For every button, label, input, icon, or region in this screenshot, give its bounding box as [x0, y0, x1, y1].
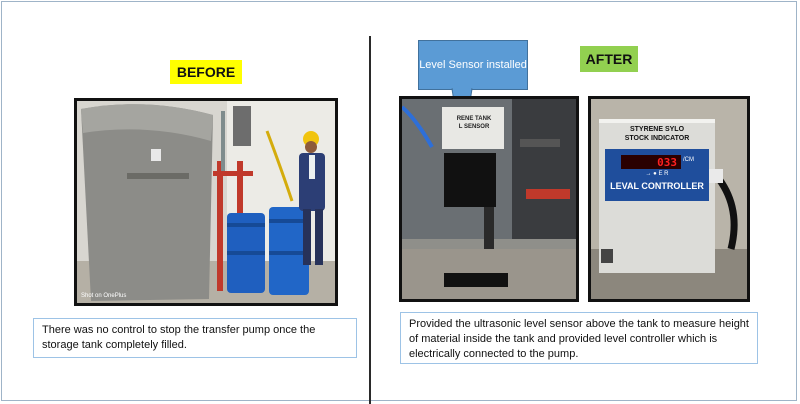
sensor-plate-label: RENE TANK L SENSOR: [446, 115, 502, 131]
controller-brand: LEVAL CONTROLLER: [610, 181, 704, 191]
before-caption: There was no control to stop the transfe…: [33, 318, 357, 358]
before-photo: Shot on OnePlus: [74, 98, 338, 306]
controller-title-line2: STOCK INDICATOR: [624, 135, 690, 142]
sensor-plate-line2: L SENSOR: [458, 124, 490, 130]
before-label: BEFORE: [170, 60, 242, 84]
controller-title: STYRENE SYLO STOCK INDICATOR: [599, 125, 715, 143]
after-label: AFTER: [580, 46, 638, 72]
sensor-photo: RENE TANK L SENSOR: [399, 96, 579, 302]
photo-watermark: Shot on OnePlus: [81, 293, 127, 299]
section-divider: [369, 36, 371, 404]
controller-photo: STYRENE SYLO STOCK INDICATOR 033 /CM → ●…: [588, 96, 750, 302]
after-caption: Provided the ultrasonic level sensor abo…: [400, 312, 758, 364]
sensor-plate-line1: RENE TANK: [456, 116, 492, 122]
level-display: 033: [657, 155, 677, 169]
display-unit-text: CM: [684, 157, 695, 163]
display-unit: /CM: [683, 157, 695, 163]
controller-title-line1: STYRENE SYLO: [629, 126, 685, 133]
indicator-row: → ● E R: [645, 171, 669, 177]
level-sensor-callout: Level Sensor installed: [418, 40, 528, 90]
